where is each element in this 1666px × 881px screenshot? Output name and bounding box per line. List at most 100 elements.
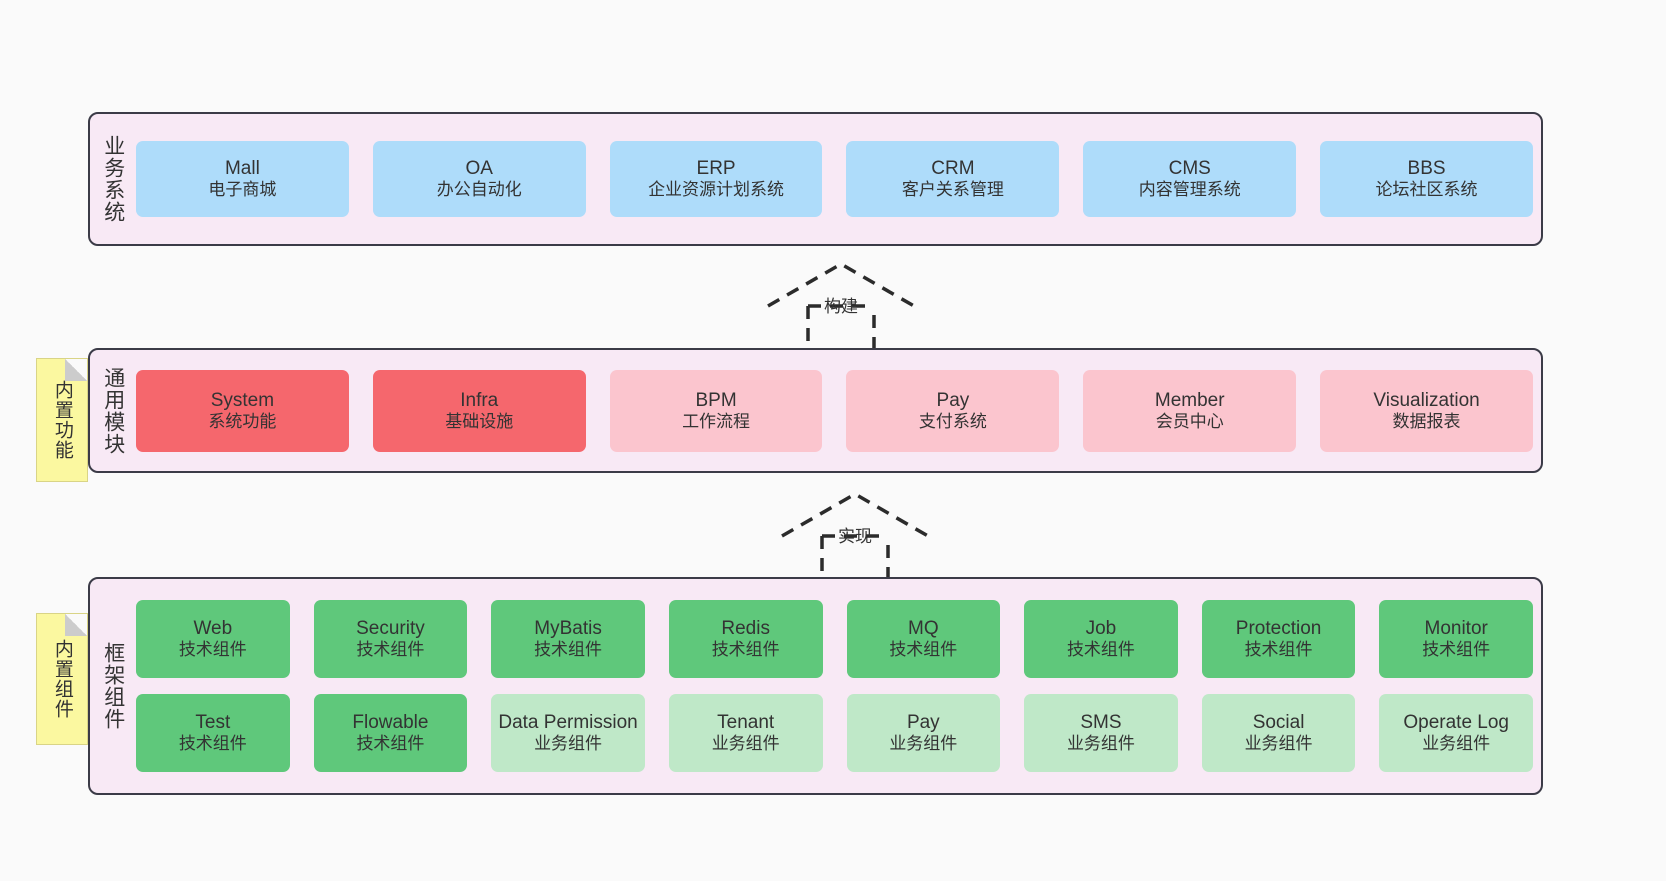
node-title: Test: [195, 712, 231, 734]
node-title: Member: [1154, 389, 1225, 411]
node-system[interactable]: System 系统功能: [136, 369, 349, 452]
connector-build-label: 构建: [824, 297, 858, 316]
node-subtitle: 技术组件: [889, 640, 958, 660]
node-title: Protection: [1235, 618, 1322, 640]
node-subtitle: 技术组件: [1422, 640, 1491, 660]
connector-implement: 实现: [770, 488, 940, 580]
node-title: Social: [1252, 712, 1305, 734]
node-title: Flowable: [352, 712, 429, 734]
layer-modules-label: 通用模块: [101, 366, 125, 455]
layer-business-label: 业务系统: [101, 135, 125, 223]
node-redis[interactable]: Redis 技术组件: [668, 600, 823, 678]
node-title: Pay: [936, 389, 970, 411]
node-title: CRM: [931, 158, 975, 180]
node-monitor[interactable]: Monitor 技术组件: [1379, 600, 1533, 678]
node-subtitle: 业务组件: [1422, 734, 1491, 754]
node-infra[interactable]: Infra 基础设施: [372, 369, 586, 452]
node-title: System: [210, 389, 275, 411]
node-mall[interactable]: Mall 电子商城: [136, 141, 349, 217]
node-web[interactable]: Web 技术组件: [136, 600, 290, 678]
node-erp[interactable]: ERP 企业资源计划系统: [609, 141, 823, 217]
node-security[interactable]: Security 技术组件: [313, 600, 468, 678]
node-title: ERP: [696, 158, 736, 180]
layer-framework-row-tech: Web 技术组件 Security 技术组件 MyBatis 技术组件 Redi…: [136, 600, 1533, 678]
node-subtitle: 客户关系管理: [901, 180, 1004, 200]
node-title: Monitor: [1424, 618, 1488, 640]
node-test[interactable]: Test 技术组件: [136, 694, 290, 772]
node-pay-component[interactable]: Pay 业务组件: [846, 694, 1001, 772]
node-title: Pay: [906, 712, 940, 734]
node-subtitle: 工作流程: [682, 411, 751, 431]
node-subtitle: 论坛社区系统: [1375, 180, 1478, 200]
node-title: Infra: [460, 389, 499, 411]
node-subtitle: 业务组件: [889, 734, 958, 754]
node-member[interactable]: Member 会员中心: [1083, 369, 1297, 452]
node-title: Redis: [721, 618, 770, 640]
node-bbs[interactable]: BBS 论坛社区系统: [1320, 141, 1533, 217]
node-subtitle: 办公自动化: [436, 180, 522, 200]
node-job[interactable]: Job 技术组件: [1024, 600, 1178, 678]
node-title: Security: [356, 618, 425, 640]
node-mq[interactable]: MQ 技术组件: [846, 600, 1001, 678]
node-subtitle: 会员中心: [1155, 411, 1224, 431]
node-subtitle: 电子商城: [208, 180, 277, 200]
node-crm[interactable]: CRM 客户关系管理: [846, 141, 1060, 217]
connector-implement-label: 实现: [838, 527, 872, 546]
layer-framework-body: Web 技术组件 Security 技术组件 MyBatis 技术组件 Redi…: [136, 579, 1541, 793]
node-sms[interactable]: SMS 业务组件: [1024, 694, 1178, 772]
node-title: Job: [1085, 618, 1117, 640]
node-title: Mall: [224, 158, 260, 180]
node-protection[interactable]: Protection 技术组件: [1201, 600, 1356, 678]
node-title: Operate Log: [1403, 712, 1509, 734]
node-title: SMS: [1080, 712, 1122, 734]
node-title: MyBatis: [534, 618, 602, 640]
implement-arrow-icon: [781, 491, 929, 580]
node-flowable[interactable]: Flowable 技术组件: [313, 694, 468, 772]
node-data-permission[interactable]: Data Permission 业务组件: [491, 694, 645, 772]
sticky-note-builtin-components: 内置组件: [36, 613, 88, 745]
node-visualization[interactable]: Visualization 数据报表: [1320, 369, 1533, 452]
node-subtitle: 技术组件: [534, 640, 603, 660]
node-title: MQ: [908, 618, 939, 640]
node-title: Visualization: [1373, 389, 1480, 411]
layer-framework-row-biz: Test 技术组件 Flowable 技术组件 Data Permission …: [136, 694, 1533, 772]
layer-business-body: Mall 电子商城 OA 办公自动化 ERP 企业资源计划系统 CRM 客户关系…: [136, 114, 1541, 244]
build-arrow-icon: [767, 261, 915, 350]
node-pay-module[interactable]: Pay 支付系统: [846, 369, 1060, 452]
layer-framework-label: 框架组件: [101, 642, 125, 730]
node-title: BPM: [695, 389, 737, 411]
node-mybatis[interactable]: MyBatis 技术组件: [491, 600, 645, 678]
node-subtitle: 业务组件: [534, 734, 603, 754]
node-subtitle: 技术组件: [1066, 640, 1135, 660]
node-subtitle: 技术组件: [178, 734, 247, 754]
node-subtitle: 企业资源计划系统: [648, 180, 785, 200]
node-operate-log[interactable]: Operate Log 业务组件: [1379, 694, 1533, 772]
node-subtitle: 系统功能: [208, 411, 277, 431]
node-cms[interactable]: CMS 内容管理系统: [1083, 141, 1297, 217]
node-title: Web: [193, 618, 233, 640]
node-title: CMS: [1168, 158, 1211, 180]
node-title: Tenant: [717, 712, 775, 734]
node-social[interactable]: Social 业务组件: [1201, 694, 1356, 772]
layer-business-row: Mall 电子商城 OA 办公自动化 ERP 企业资源计划系统 CRM 客户关系…: [136, 141, 1533, 217]
layer-framework-components: 框架组件 Web 技术组件 Security 技术组件 MyBatis 技术组件…: [88, 577, 1543, 795]
node-subtitle: 技术组件: [356, 640, 425, 660]
node-subtitle: 数据报表: [1392, 411, 1461, 431]
node-subtitle: 技术组件: [178, 640, 247, 660]
node-subtitle: 业务组件: [1066, 734, 1135, 754]
node-tenant[interactable]: Tenant 业务组件: [668, 694, 823, 772]
node-title: OA: [465, 158, 493, 180]
layer-modules-row: System 系统功能 Infra 基础设施 BPM 工作流程 Pay 支付系统…: [136, 369, 1533, 452]
connector-build: 构建: [756, 258, 926, 350]
node-subtitle: 支付系统: [918, 411, 987, 431]
node-title: Data Permission: [498, 712, 638, 734]
node-title: BBS: [1407, 158, 1446, 180]
node-bpm[interactable]: BPM 工作流程: [609, 369, 823, 452]
layer-business-systems: 业务系统 Mall 电子商城 OA 办公自动化 ERP 企业资源计划系统 CRM…: [88, 112, 1543, 246]
node-subtitle: 技术组件: [356, 734, 425, 754]
node-subtitle: 业务组件: [1244, 734, 1313, 754]
node-oa[interactable]: OA 办公自动化: [372, 141, 586, 217]
node-subtitle: 技术组件: [711, 640, 780, 660]
layer-modules-body: System 系统功能 Infra 基础设施 BPM 工作流程 Pay 支付系统…: [136, 350, 1541, 471]
node-subtitle: 业务组件: [711, 734, 780, 754]
